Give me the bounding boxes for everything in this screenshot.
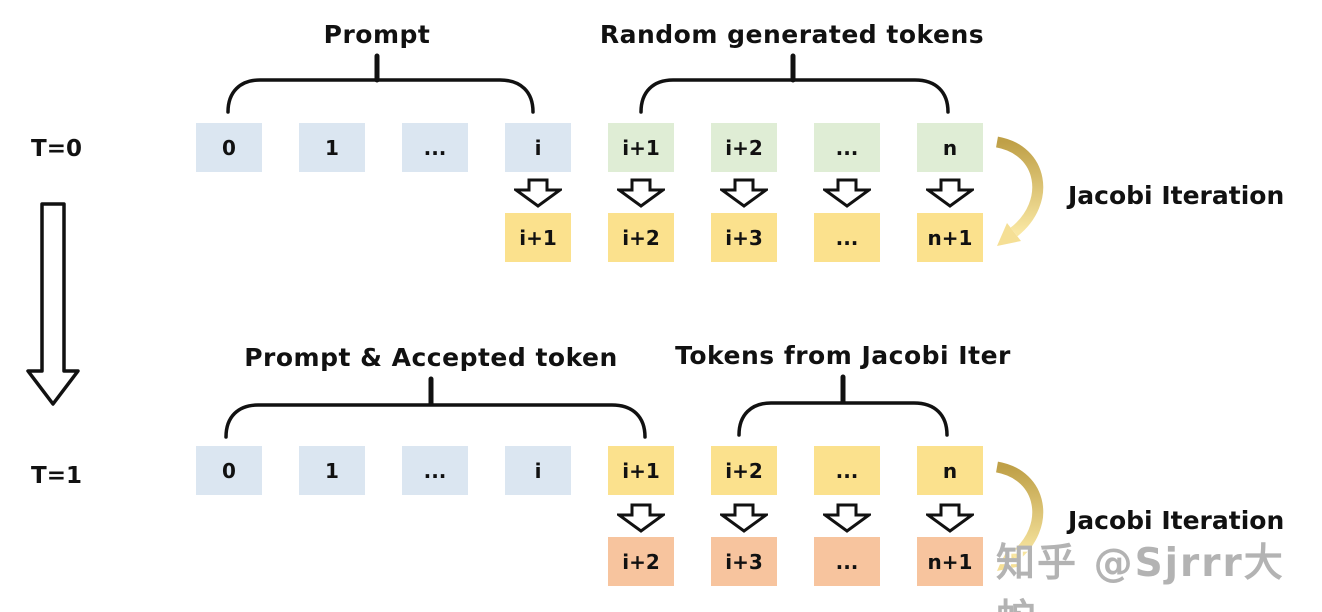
accepted-token-brace: [224, 376, 647, 439]
token-cell-in-t0-col5: i+2: [711, 123, 777, 172]
random-tokens-label: Random generated tokens: [599, 20, 985, 49]
token-cell-in-t1-col5: i+2: [711, 446, 777, 495]
jacobi-curved-arrow-top-icon: [995, 136, 1044, 246]
token-cell-out-t1-col4: i+2: [608, 537, 674, 586]
token-cell-out-t0-col6: ...: [814, 213, 880, 262]
token-cell-in-t1-col1: 1: [299, 446, 365, 495]
token-cell-in-t0-col1: 1: [299, 123, 365, 172]
jacobi-tokens-brace: [737, 374, 949, 437]
token-cell-in-t0-col0: 0: [196, 123, 262, 172]
token-cell-in-t1-col0: 0: [196, 446, 262, 495]
timestep-transition-arrow-icon: [26, 202, 80, 406]
jacobi-tokens-label: Tokens from Jacobi Iter: [675, 341, 1011, 370]
jacobi-iteration-label-top: Jacobi Iteration: [1068, 181, 1285, 210]
down-arrow-icon: [823, 178, 871, 208]
down-arrow-icon: [617, 503, 665, 533]
token-cell-in-t0-col3: i: [505, 123, 571, 172]
token-cell-in-t0-col7: n: [917, 123, 983, 172]
token-cell-in-t1-col7: n: [917, 446, 983, 495]
token-cell-out-t0-col7: n+1: [917, 213, 983, 262]
down-arrow-icon: [514, 178, 562, 208]
down-arrow-icon: [720, 503, 768, 533]
accepted-token-label: Prompt & Accepted token: [244, 343, 618, 372]
token-cell-in-t0-col4: i+1: [608, 123, 674, 172]
token-cell-out-t1-col7: n+1: [917, 537, 983, 586]
down-arrow-icon: [823, 503, 871, 533]
random-tokens-brace: [639, 53, 950, 114]
token-cell-in-t1-col3: i: [505, 446, 571, 495]
token-cell-out-t1-col6: ...: [814, 537, 880, 586]
down-arrow-icon: [720, 178, 768, 208]
prompt-label: Prompt: [323, 20, 431, 49]
token-cell-out-t0-col3: i+1: [505, 213, 571, 262]
jacobi-curved-arrow-bottom-icon: [995, 461, 1044, 571]
jacobi-iteration-label-bottom: Jacobi Iteration: [1068, 506, 1285, 535]
token-cell-in-t1-col2: ...: [402, 446, 468, 495]
token-cell-out-t0-col4: i+2: [608, 213, 674, 262]
watermark: 知乎 @Sjrrr大蛇: [996, 541, 1285, 612]
down-arrow-icon: [926, 178, 974, 208]
token-cell-out-t0-col5: i+3: [711, 213, 777, 262]
time-label-t0: T=0: [31, 136, 82, 162]
time-label-t1: T=1: [31, 463, 82, 489]
token-cell-in-t1-col6: ...: [814, 446, 880, 495]
token-cell-in-t0-col2: ...: [402, 123, 468, 172]
token-cell-out-t1-col5: i+3: [711, 537, 777, 586]
token-cell-in-t1-col4: i+1: [608, 446, 674, 495]
down-arrow-icon: [617, 178, 665, 208]
down-arrow-icon: [926, 503, 974, 533]
prompt-brace: [226, 53, 535, 114]
token-cell-in-t0-col6: ...: [814, 123, 880, 172]
